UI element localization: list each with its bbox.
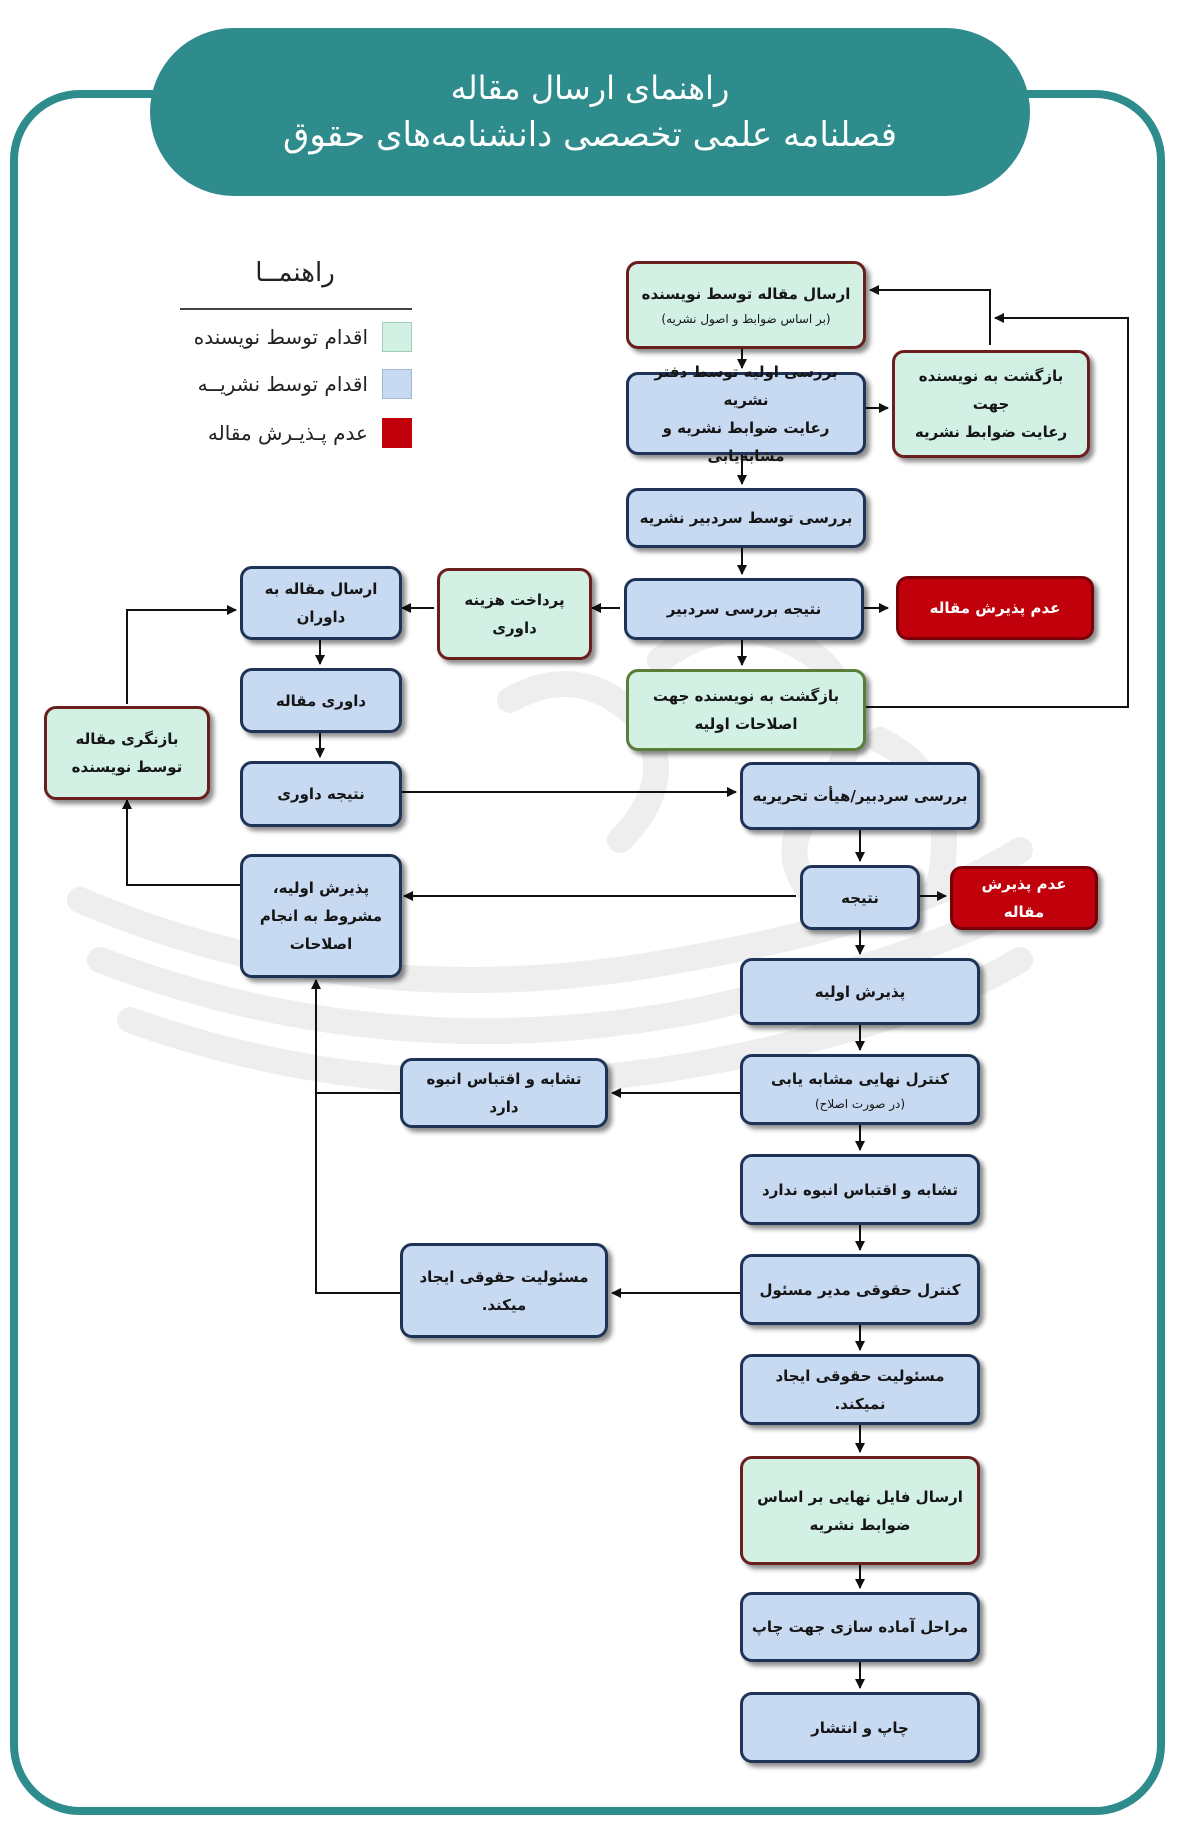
node-revision-line1: بازنگری مقاله [75,730,179,748]
node-return-initial-line2: اصلاحات اولیه [694,715,798,733]
node-final-similarity-check: کنترل نهایی مشابه یابی (در صورت اصلاح) [740,1054,980,1125]
legend-item-publisher: اقدام توسط نشریــه [180,369,412,399]
legend-label-reject: عدم پـذیـرش مقاله [207,421,368,445]
node-peer-review: داوری مقاله [240,668,402,733]
node-plagiarism-found-label: تشابه و اقتباس انبوه دارد [426,1070,582,1116]
node-final-check-line1: کنترل نهایی مشابه یابی [771,1069,949,1088]
node-plagiarism-not-found-label: تشابه و اقتباس انبوه ندارد [762,1180,958,1199]
node-liability-found: مسئولیت حقوقی ایجاد میکند. [400,1243,608,1338]
node-initial-acceptance-label: پذیرش اولیه [814,982,906,1001]
node-pay-line1: پرداخت هزینه [464,591,565,609]
node-print-preparation-label: مراحل آماده سازی جهت چاپ [751,1618,969,1636]
node-legal-check: کنترل حقوقی مدیر مسئول [740,1254,980,1325]
node-return-initial-line1: بازگشت به نویسنده جهت [652,687,840,705]
node-send-reviewers-line2: داوران [296,608,346,626]
node-reject-2-label: عدم پذیرش مقاله [981,875,1067,921]
page-header: راهنمای ارسال مقاله فصلنامه علمی تخصصی د… [150,28,1030,196]
node-send-reviewers-line1: ارسال مقاله به [264,580,378,598]
node-result-label: نتیجه [841,888,879,907]
node-author-revision: بازنگری مقاله توسط نویسنده [44,706,210,800]
node-board-review: بررسی سردبیر/هیأت تحریریه [740,762,980,830]
legend-label-author: اقدام توسط نویسنده [193,325,368,349]
node-submit-title: ارسال مقاله توسط نویسنده [641,285,851,303]
node-reject-1: عدم پذیرش مقاله [896,576,1094,640]
node-final-file-line1: ارسال فایل نهایی بر اساس [757,1487,963,1506]
node-board-review-label: بررسی سردبیر/هیأت تحریریه [752,787,968,805]
legend-title: راهنمــا [255,258,335,288]
node-editor-result-label: نتیجه بررسی سردبیر [666,600,822,618]
node-reject-1-label: عدم پذیرش مقاله [929,599,1061,617]
node-return-for-corrections: بازگشت به نویسنده جهت اصلاحات اولیه [626,669,866,751]
node-return-rules-line2: رعایت ضوابط نشریه [914,423,1068,441]
node-publish-label: چاپ و انتشار [811,1718,909,1737]
node-conditional-line2: مشروط به انجام [259,907,383,925]
header-title: راهنمای ارسال مقاله [450,69,730,107]
legend-label-publisher: اقدام توسط نشریــه [197,372,368,396]
node-peer-review-label: داوری مقاله [275,691,367,710]
node-submit-by-author: ارسال مقاله توسط نویسنده (بر اساس ضوابط … [626,261,866,349]
node-initial-office-review: بررسی اولیه توسط دفتر نشریه رعایت ضوابط … [626,363,866,465]
node-liability-none: مسئولیت حقوقی ایجاد نمیکند. [740,1354,980,1425]
legend-item-author: اقدام توسط نویسنده [180,322,412,352]
node-conditional-acceptance: پذیرش اولیه، مشروط به انجام اصلاحات [240,854,402,978]
node-return-for-rules: بازگشت به نویسنده جهت رعایت ضوابط نشریه [892,350,1090,458]
node-submit-note: (بر اساس ضوابط و اصول نشریه) [661,312,831,326]
node-review-result-label: نتیجه داوری [277,785,365,803]
node-plagiarism-found: تشابه و اقتباس انبوه دارد [400,1058,608,1128]
node-review-result: نتیجه داوری [240,761,402,827]
node-revision-line2: توسط نویسنده [71,758,183,776]
node-send-to-reviewers: ارسال مقاله به داوران [240,566,402,640]
legend-swatch-publisher [382,369,412,399]
legend-divider [180,308,412,310]
node-pay-line2: داوری [492,619,537,637]
node-print-preparation: مراحل آماده سازی جهت چاپ [740,1592,980,1662]
legend-swatch-reject [382,418,412,448]
node-final-file-line2: ضوابط نشریه [809,1515,911,1534]
node-final-check-note: (در صورت اصلاح) [814,1096,906,1111]
node-liability-yes-line2: میکند. [481,1295,527,1314]
node-plagiarism-not-found: تشابه و اقتباس انبوه ندارد [740,1154,980,1225]
node-send-final-file: ارسال فایل نهایی بر اساس ضوابط نشریه [740,1456,980,1565]
node-conditional-line1: پذیرش اولیه، [272,879,370,897]
legend-swatch-author [382,322,412,352]
node-pay-review-fee: پرداخت هزینه داوری [437,568,592,660]
node-result: نتیجه [800,865,920,930]
node-office-line2: رعایت ضوابط نشریه و مشابه‌یابی [662,418,830,465]
node-liability-none-label: مسئولیت حقوقی ایجاد نمیکند. [775,1366,945,1413]
node-publish: چاپ و انتشار [740,1692,980,1763]
node-editor-result: نتیجه بررسی سردبیر [624,578,864,640]
node-conditional-line3: اصلاحات [289,935,353,953]
node-reject-2: عدم پذیرش مقاله [950,866,1098,930]
node-liability-yes-line1: مسئولیت حقوقی ایجاد [419,1267,589,1286]
node-initial-acceptance: پذیرش اولیه [740,958,980,1025]
node-editor-review-label: بررسی توسط سردبیر نشریه [639,509,853,527]
legend-item-reject: عدم پـذیـرش مقاله [180,418,412,448]
header-subtitle: فصلنامه علمی تخصصی دانشنامه‌های حقوق [282,115,898,155]
node-return-rules-line1: بازگشت به نویسنده جهت [918,367,1064,413]
node-editor-review: بررسی توسط سردبیر نشریه [626,488,866,548]
node-legal-check-label: کنترل حقوقی مدیر مسئول [759,1280,961,1299]
node-office-line1: بررسی اولیه توسط دفتر نشریه [654,362,838,409]
